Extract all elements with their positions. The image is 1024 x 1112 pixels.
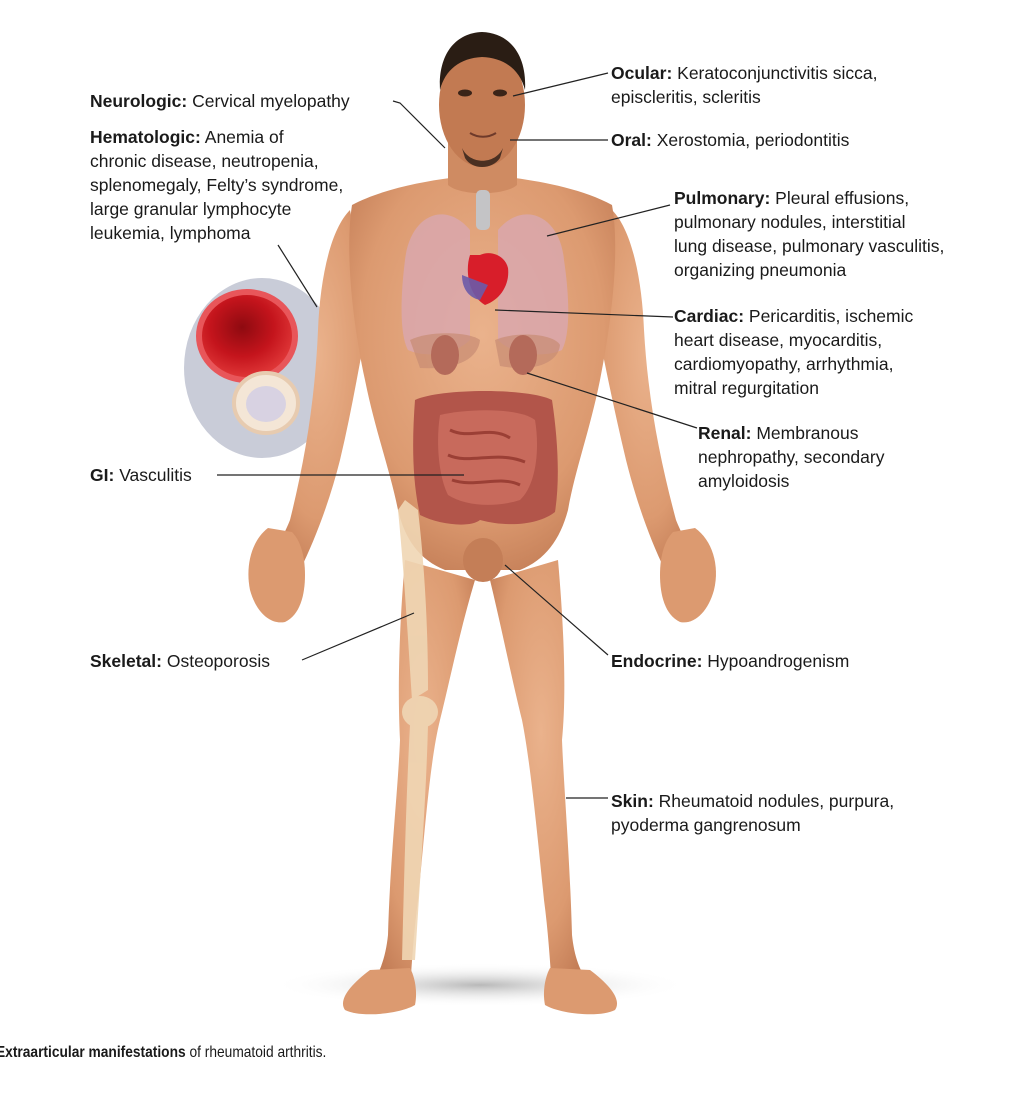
label-term: Hematologic:: [90, 127, 201, 147]
skeleton-overlay: [398, 500, 438, 960]
label-pulmonary: Pulmonary: Pleural effusions, pulmonary …: [674, 186, 944, 282]
label-term: GI:: [90, 465, 115, 485]
left-hand: [248, 528, 305, 623]
label-line: amyloidosis: [698, 471, 790, 491]
neurologic-leader: [392, 100, 446, 149]
label-desc: Cervical myelopathy: [192, 91, 350, 111]
label-line: pulmonary nodules, interstitial: [674, 212, 906, 232]
label-desc: Vasculitis: [119, 465, 192, 485]
caption-rest: of rheumatoid arthritis.: [185, 1044, 327, 1061]
label-term: Skin:: [611, 791, 654, 811]
label-line: chronic disease, neutropenia,: [90, 151, 319, 171]
label-line: Rheumatoid nodules, purpura,: [658, 791, 895, 811]
label-line: lung disease, pulmonary vasculitis,: [674, 236, 945, 256]
femur: [398, 500, 428, 700]
pulmonary-leader: [546, 204, 671, 237]
label-line: organizing pneumonia: [674, 260, 847, 280]
label-line: Keratoconjunctivitis sicca,: [677, 63, 878, 83]
skeletal-leader: [301, 612, 415, 661]
red-blood-cell: [199, 292, 295, 380]
right-lung: [498, 214, 569, 355]
right-arm: [594, 210, 700, 570]
label-skeletal: Skeletal: Osteoporosis: [90, 649, 270, 673]
label-cardiac: Cardiac: Pericarditis, ischemic heart di…: [674, 304, 913, 400]
label-line: splenomegaly, Felty’s syndrome,: [90, 175, 344, 195]
left-foot: [342, 968, 417, 1015]
label-endocrine: Endocrine: Hypoandrogenism: [611, 649, 849, 673]
label-line: episcleritis, scleritis: [611, 87, 761, 107]
label-line: nephropathy, secondary: [698, 447, 885, 467]
knee-joint: [402, 696, 438, 728]
label-hematologic: Hematologic: Anemia of chronic disease, …: [90, 125, 343, 245]
label-line: Pericarditis, ischemic: [748, 306, 914, 326]
trachea: [476, 190, 490, 230]
organs: [401, 190, 569, 582]
left-lung: [401, 214, 470, 355]
renal-leader: [526, 372, 698, 429]
label-ocular: Ocular: Keratoconjunctivitis sicca, epis…: [611, 61, 878, 109]
label-line: Pleural effusions,: [775, 188, 910, 208]
endocrine-leader: [504, 564, 609, 656]
right-leg: [490, 560, 592, 990]
label-desc: Xerostomia, periodontitis: [656, 130, 850, 150]
label-term: Cardiac:: [674, 306, 745, 326]
right-foot: [543, 968, 618, 1015]
label-line: mitral regurgitation: [674, 378, 819, 398]
label-term: Skeletal:: [90, 651, 162, 671]
ocular-leader: [512, 72, 609, 97]
figure-caption: Extraarticular manifestations of rheumat…: [0, 1044, 326, 1062]
label-line: leukemia, lymphoma: [90, 223, 251, 243]
label-term: Ocular:: [611, 63, 673, 83]
head: [439, 43, 525, 167]
right-hand: [660, 528, 716, 623]
label-line: heart disease, myocarditis,: [674, 330, 883, 350]
right-kidney: [509, 335, 537, 375]
cardiac-leader: [494, 309, 674, 318]
blood-cell-inset: [184, 278, 340, 458]
hematologic-leader: [277, 244, 318, 308]
caption-bold: Extraarticular manifestations: [0, 1044, 186, 1061]
ground-shadow: [270, 963, 690, 1007]
label-line: Anemia of: [204, 127, 284, 147]
tibia: [402, 725, 428, 960]
label-term: Oral:: [611, 130, 652, 150]
label-neurologic: Neurologic: Cervical myelopathy: [90, 89, 350, 113]
label-skin: Skin: Rheumatoid nodules, purpura, pyode…: [611, 789, 894, 837]
label-term: Endocrine:: [611, 651, 703, 671]
label-term: Pulmonary:: [674, 188, 771, 208]
label-desc: Hypoandrogenism: [707, 651, 850, 671]
label-line: cardiomyopathy, arrhythmia,: [674, 354, 894, 374]
label-renal: Renal: Membranous nephropathy, secondary…: [698, 421, 884, 493]
label-desc: Osteoporosis: [166, 651, 270, 671]
label-line: pyoderma gangrenosum: [611, 815, 801, 835]
label-term: Neurologic:: [90, 91, 188, 111]
hair: [439, 32, 526, 90]
label-term: Renal:: [698, 423, 752, 443]
label-oral: Oral: Xerostomia, periodontitis: [611, 128, 849, 152]
label-gi: GI: Vasculitis: [90, 463, 192, 487]
left-kidney: [431, 335, 459, 375]
left-arm: [265, 210, 370, 570]
label-line: Membranous: [756, 423, 859, 443]
leader-lines: [217, 72, 698, 799]
label-line: large granular lymphocyte: [90, 199, 292, 219]
